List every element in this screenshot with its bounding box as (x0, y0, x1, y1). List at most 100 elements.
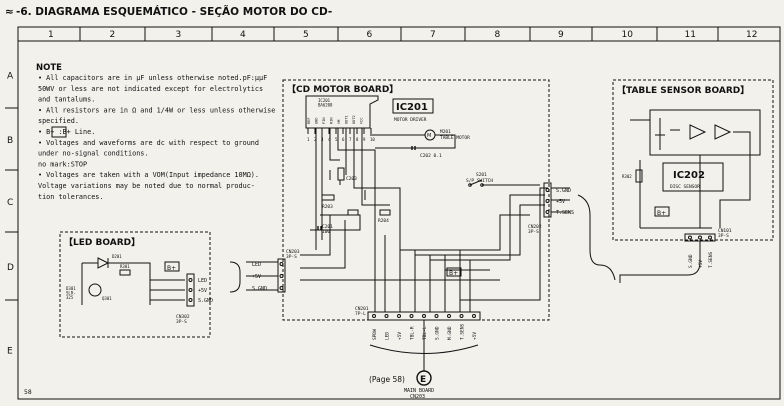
column-label: 6 (367, 30, 373, 40)
note-title: NOTE (36, 63, 62, 73)
led-pin-label: LED (198, 278, 207, 284)
column-label: 3 (176, 30, 182, 40)
connector-pin (447, 314, 451, 318)
led-board-outline (59, 231, 211, 338)
row-label: D (7, 263, 14, 273)
note-line: no mark:STOP (38, 160, 87, 168)
ic201-pin-number: 8 (356, 137, 359, 142)
resistor-r302 (635, 169, 643, 183)
cd-right-pin-label: T.SENS (556, 210, 574, 216)
switch-ref: S201 (476, 172, 487, 178)
column-label: 8 (495, 30, 501, 40)
table-bottom-pin-label: S.GND (688, 254, 694, 268)
page-number: 58 (24, 389, 32, 396)
led-pin-label: +5V (198, 288, 207, 294)
connector-pin (459, 314, 464, 318)
cd-left-connector (277, 258, 286, 293)
ic202-buffer (714, 124, 732, 140)
cd-left-connector-pins (279, 262, 284, 290)
connector-pin (397, 314, 401, 318)
note-line: • Voltages are taken with a VOM(Input im… (38, 171, 259, 179)
note-line: • All resistors are in Ω and 1/4W or les… (38, 106, 275, 114)
led-connector-pins: LED+5VS.GND (188, 278, 213, 304)
led-cable-labels: LED+5VS.GND (252, 262, 267, 292)
resistor-r301 (119, 269, 131, 276)
connector-pin (188, 298, 193, 302)
page-ref-letter: E (420, 375, 426, 385)
connector-pin (188, 288, 193, 292)
connector-pin (372, 314, 376, 318)
led-cable-label: S.GND (252, 286, 267, 292)
row-label: C (7, 198, 13, 208)
r301-label: R301 (120, 264, 130, 269)
connector-pin (698, 235, 702, 240)
ic201-pin-name: OUT1 (345, 115, 349, 124)
ic202-box (662, 162, 724, 192)
note-line: Voltage variations may be noted due to n… (38, 182, 255, 190)
ic201-label-box (392, 98, 434, 114)
note-line: and tantalums. (38, 96, 95, 104)
note-line: • B+ :B+ Line. (38, 128, 95, 136)
bplus-mark-cd (446, 267, 462, 277)
ic201-pin-name: OUT2 (352, 115, 356, 124)
column-label: 7 (430, 30, 436, 40)
table-sensor-board-title: 【TABLE SENSOR BOARD】 (617, 85, 749, 96)
resistor-r204 (379, 209, 391, 216)
cable-table-link (619, 241, 701, 283)
ic201-pin-name: GND (315, 118, 319, 125)
ic202-desc: DISC SENSOR (670, 184, 700, 190)
c202-label: C202 0.1 (420, 153, 442, 159)
motor-ref: M201 (440, 129, 451, 135)
ic201-desc: MOTOR DRIVER (394, 117, 427, 123)
column-label: 5 (303, 30, 309, 40)
cd-bottom-pin-label: T.SENS (460, 323, 466, 340)
connector-pin (384, 314, 389, 318)
resistor-r203 (347, 209, 359, 216)
column-label: 11 (685, 30, 696, 40)
cable-bracket (369, 344, 479, 354)
ic202-optical-block (649, 109, 761, 156)
cd-bottom-pin-label: SPDW (372, 329, 378, 340)
connector-pin (545, 199, 550, 203)
cd-bottom-pin-label: TBL-L (422, 326, 428, 340)
cd-right-pin-label: +5V (556, 199, 565, 205)
connector-pin (545, 210, 550, 214)
bplus-mark-table (654, 206, 670, 217)
page-title: -6. DIAGRAMA ESQUEMÁTICO - SEÇÃO MOTOR D… (16, 5, 332, 18)
table-bottom-pin-label: +5V (698, 260, 704, 268)
connector-pin (188, 278, 193, 282)
bplus-mark-led (164, 261, 180, 272)
note-bplus-box (51, 126, 67, 138)
ic202-comparator (689, 124, 707, 140)
led-board-title: 【LED BOARD】 (64, 237, 140, 248)
cd-bottom-pin-label: M.GND (447, 326, 453, 340)
row-label: B (7, 136, 13, 146)
bplus-led: B+ (167, 265, 176, 272)
note-line: specified. (38, 117, 79, 125)
page-title-prefix: ≈ (5, 6, 14, 18)
led-connector (186, 273, 195, 307)
ic201-pin-name: FIN (322, 118, 326, 125)
note-line: tion tolerances. (38, 193, 103, 201)
column-label: 10 (622, 30, 634, 40)
cd-bottom-pin-label: S.GND (435, 326, 441, 340)
connector-pin (688, 235, 692, 240)
main-board-label: MAIN BOARD (404, 388, 434, 394)
ic201-pin-name: RIN (330, 118, 334, 125)
cd-bottom-pin-label: +5V (472, 332, 478, 340)
